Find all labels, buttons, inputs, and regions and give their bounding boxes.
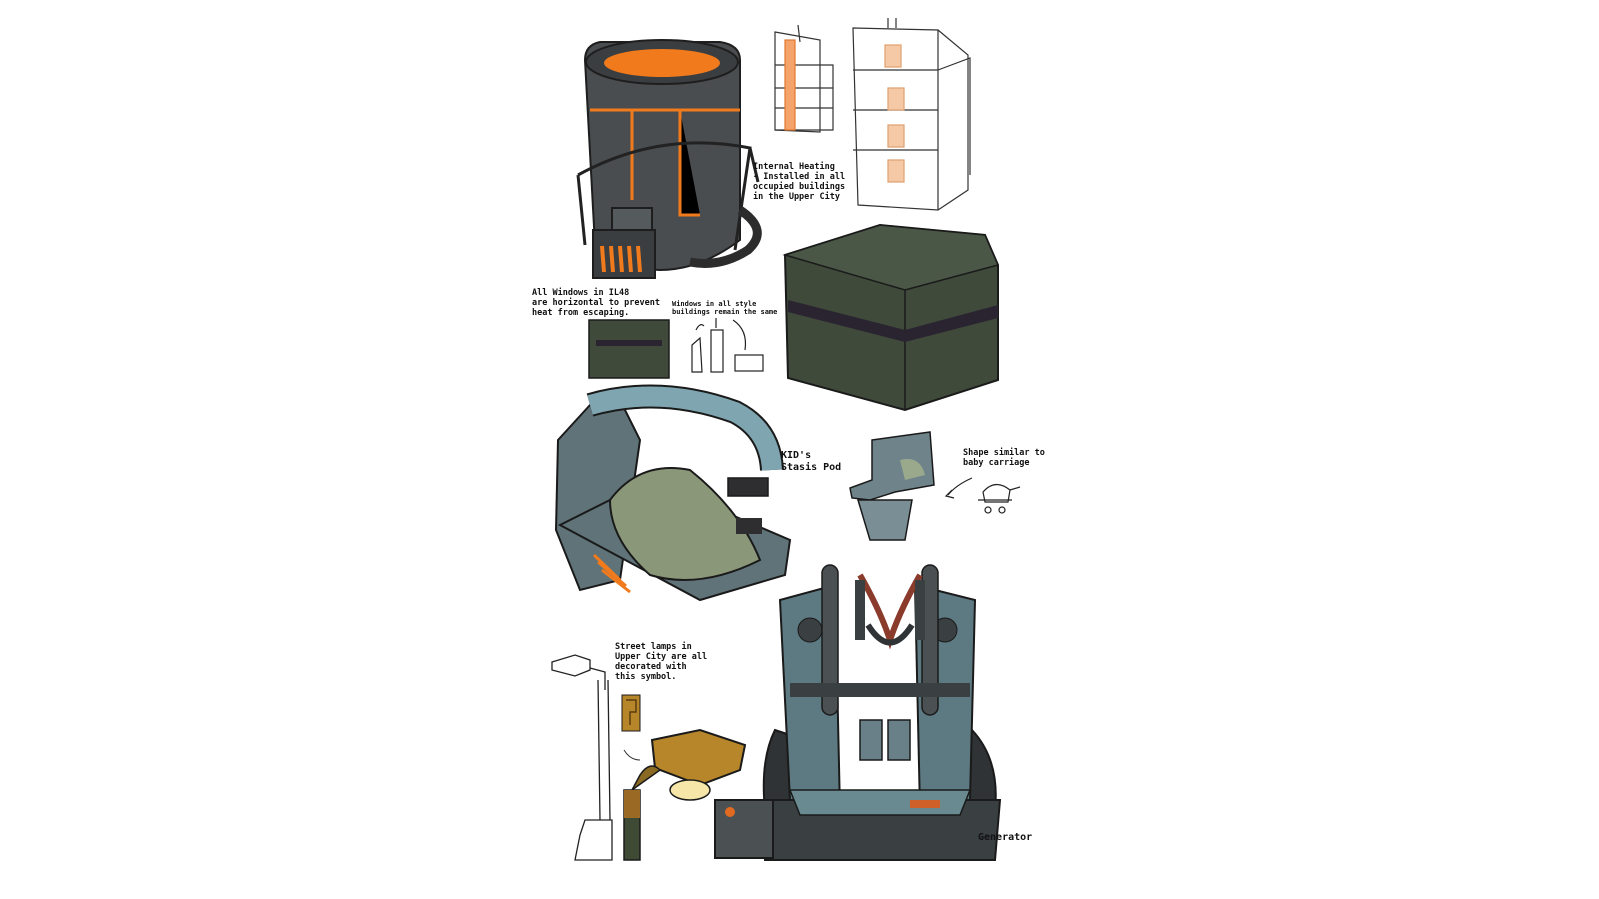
baby-carriage-sketch xyxy=(944,477,1021,514)
street-lamp-sketch xyxy=(551,654,613,861)
internal-heating-note: Internal Heating - Installed in all occu… xyxy=(753,162,846,202)
pod-side-view xyxy=(849,431,935,541)
baby-carriage-note: Shape similar to baby carriage xyxy=(963,448,1045,468)
heater-illustration xyxy=(576,39,762,279)
windows-horizontal-note: All Windows in IL48 are horizontal to pr… xyxy=(532,288,660,318)
lamp-head-illustration xyxy=(623,728,747,861)
lamp-symbol xyxy=(621,694,641,732)
green-building-block xyxy=(782,223,1000,412)
generator-illustration xyxy=(714,564,1002,861)
windows-same-note: Windows in all style buildings remain th… xyxy=(672,300,778,316)
street-lamps-note: Street lamps in Upper City are all decor… xyxy=(615,642,708,682)
heating-panel-diagram xyxy=(774,24,834,133)
heating-building-cutaway xyxy=(852,18,971,211)
stasis-pod-illustration xyxy=(554,384,792,602)
window-sample-block xyxy=(588,319,670,379)
generator-label: Generator xyxy=(978,832,1033,843)
stasis-pod-label: KID's Stasis Pod xyxy=(781,450,842,473)
window-shape-sketches xyxy=(691,318,764,373)
